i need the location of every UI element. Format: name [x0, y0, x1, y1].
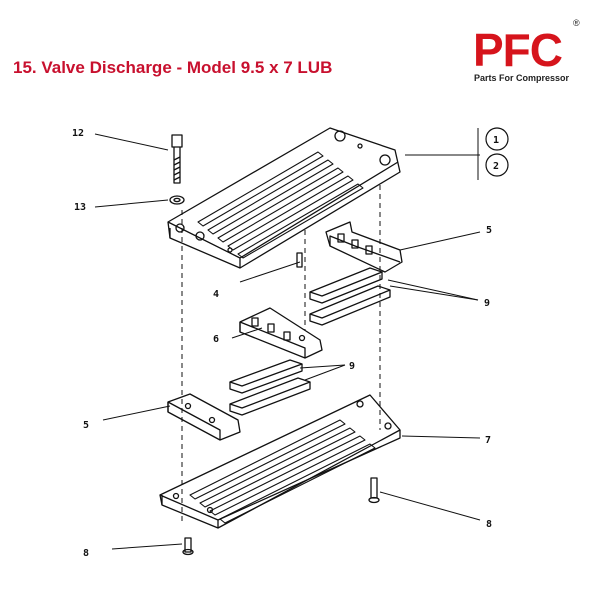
center-valve-guard	[239, 307, 323, 359]
callout-9-top: 9	[484, 298, 490, 309]
callout-8-left: 8	[83, 548, 89, 559]
callout-2: 2	[493, 161, 499, 172]
registered-mark: ®	[573, 18, 580, 28]
washer	[169, 195, 185, 205]
upper-valve-strips	[309, 267, 391, 326]
bottom-valve-plate	[159, 394, 401, 529]
logo-wordmark: PFC	[473, 24, 563, 76]
callout-13: 13	[74, 202, 86, 213]
callout-9-mid: 9	[349, 361, 355, 372]
screw-left	[182, 537, 194, 556]
callout-4: 4	[213, 289, 219, 300]
callout-5-top: 5	[486, 225, 492, 236]
screw-right	[368, 477, 380, 504]
bolt	[171, 134, 183, 184]
callout-12: 12	[72, 128, 84, 139]
upper-valve-guard	[325, 221, 403, 273]
lower-valve-strips	[229, 359, 311, 416]
callout-7: 7	[485, 435, 491, 446]
callout-5-bottom: 5	[83, 420, 89, 431]
top-valve-seat-plate	[167, 127, 401, 269]
alignment-lines	[181, 185, 381, 525]
leader-lines	[94, 128, 481, 550]
dowel-pin	[296, 252, 303, 268]
callout-1: 1	[493, 135, 499, 146]
callout-8-right: 8	[486, 519, 492, 530]
logo-tagline: Parts For Compressor	[474, 73, 570, 83]
callout-6: 6	[213, 334, 219, 345]
page-title: 15. Valve Discharge - Model 9.5 x 7 LUB	[13, 58, 333, 77]
lower-valve-guard	[167, 393, 241, 441]
